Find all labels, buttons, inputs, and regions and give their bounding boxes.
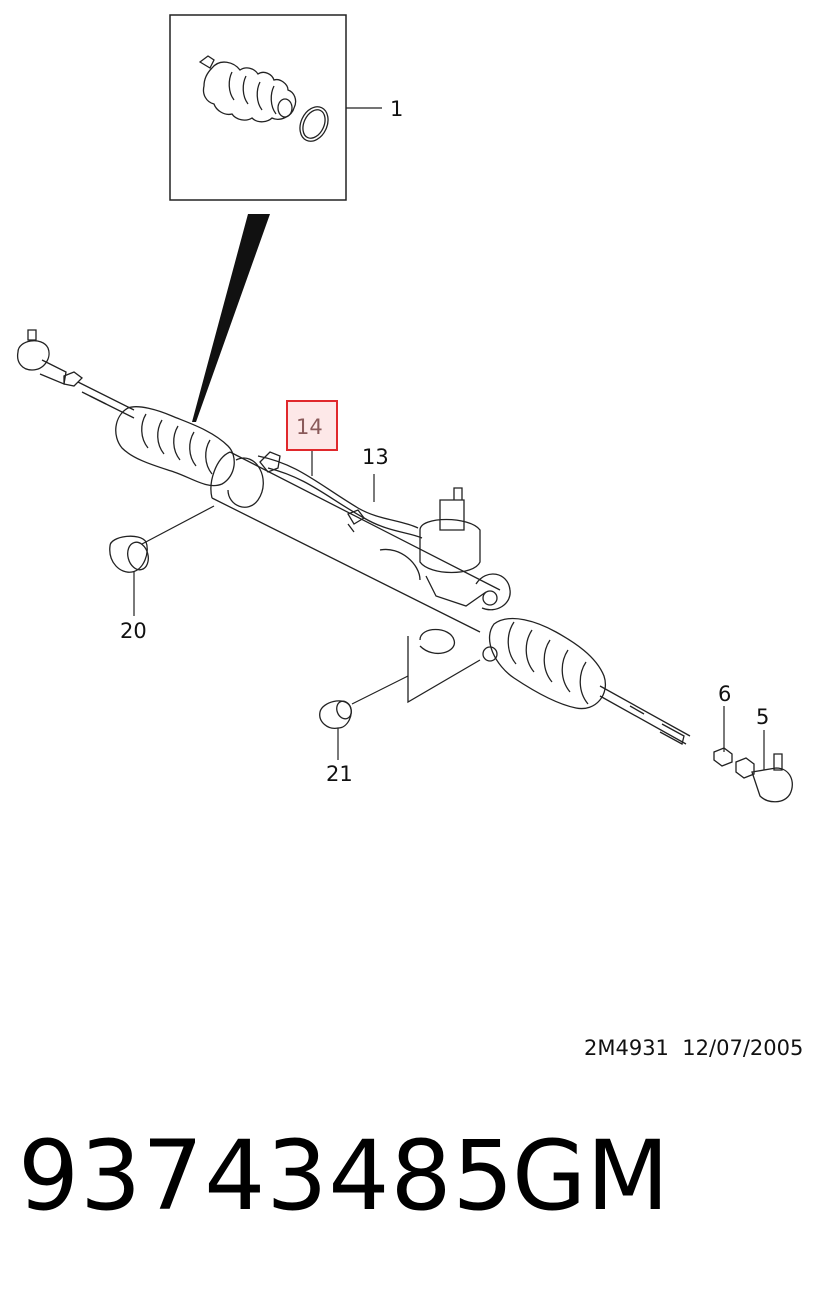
pinion-valve-housing	[419, 487, 481, 574]
callout-6: 6	[718, 682, 731, 706]
callout-1: 1	[390, 97, 403, 121]
callout-5: 5	[756, 705, 769, 729]
left-tie-rod-end	[16, 329, 67, 385]
boot-kit-inset	[169, 14, 382, 201]
callout-21: 21	[326, 762, 353, 786]
callout-14: 14	[296, 415, 323, 439]
steering-rack-assembly	[16, 329, 793, 803]
drawing-reference: 2M4931 12/07/2005	[584, 1036, 803, 1060]
callout-13: 13	[362, 445, 389, 469]
bushing-21	[319, 700, 352, 729]
hydraulic-lines	[257, 455, 423, 539]
rack-housing	[210, 451, 501, 633]
drawing-date: 12/07/2005	[682, 1036, 804, 1060]
brand-name: GM	[512, 1120, 670, 1232]
part-number: 93743485	[18, 1120, 515, 1232]
right-rack-boot	[488, 617, 606, 710]
callout-20: 20	[120, 619, 147, 643]
highlight-box-14	[286, 400, 338, 451]
left-rack-boot	[115, 406, 235, 487]
left-inner-tie-rod	[77, 381, 135, 419]
bushing-20	[109, 535, 148, 573]
inset-pointer	[192, 214, 270, 422]
right-tie-rod-end	[735, 753, 793, 803]
jam-nut	[713, 747, 733, 767]
mounting-bracket	[407, 628, 481, 704]
boot-kit-drawing	[198, 55, 329, 142]
drawing-id: 2M4931	[584, 1036, 669, 1060]
leader-lines	[133, 450, 765, 770]
right-inner-tie-rod	[599, 685, 691, 745]
